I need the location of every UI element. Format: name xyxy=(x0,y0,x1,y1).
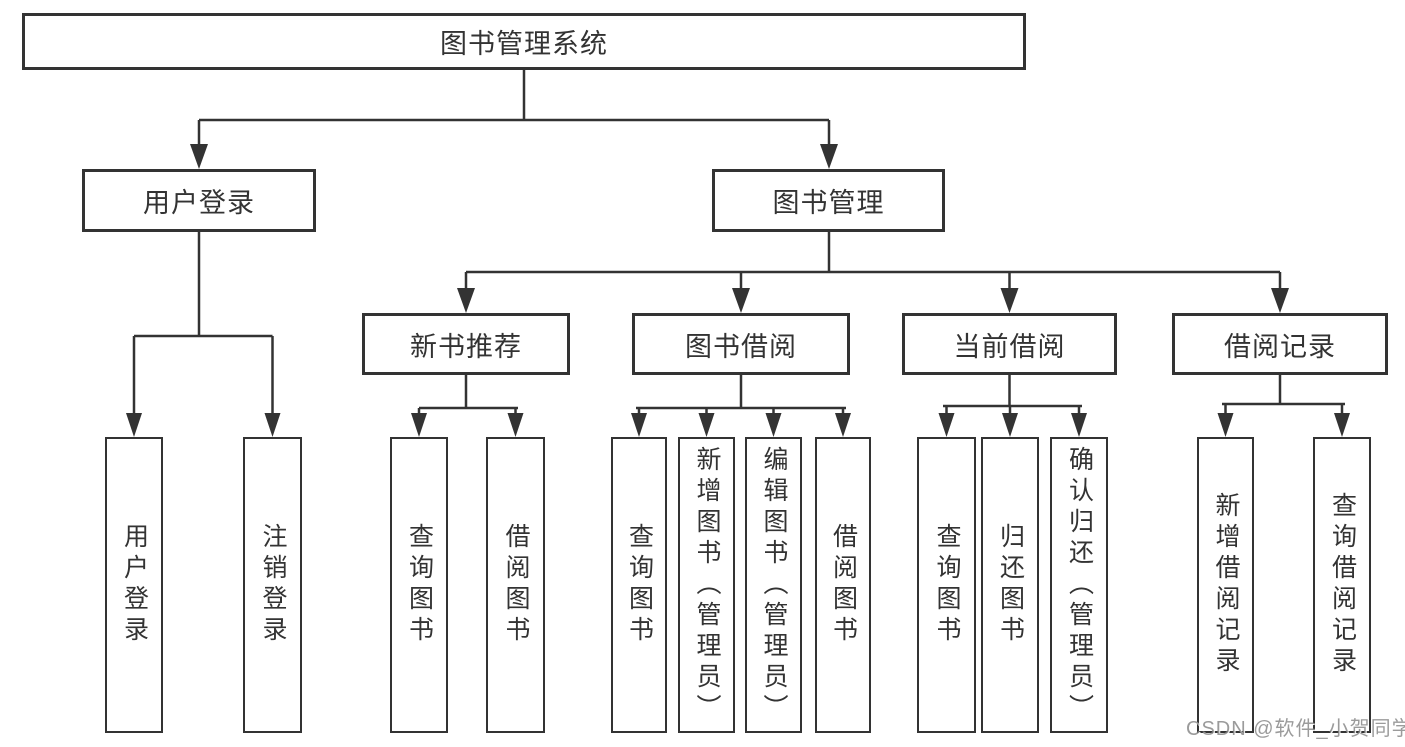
leaf-label: 编辑图书（管理员） xyxy=(760,445,788,725)
leaf-return-book: 归还图书 xyxy=(981,437,1039,733)
node-library-management-system: 图书管理系统 xyxy=(22,13,1026,70)
node-label: 新书推荐 xyxy=(410,331,522,362)
leaf-label: 借阅图书 xyxy=(502,523,530,647)
leaf-user-login: 用户登录 xyxy=(105,437,163,733)
leaf-label: 用户登录 xyxy=(120,523,149,647)
leaf-edit-book-admin: 编辑图书（管理员） xyxy=(745,437,802,733)
leaf-label: 新增图书（管理员） xyxy=(693,445,721,725)
leaf-query-books-recommend: 查询图书 xyxy=(390,437,448,733)
leaf-logout: 注销登录 xyxy=(243,437,302,733)
node-current-borrowing: 当前借阅 xyxy=(902,313,1117,375)
leaf-confirm-return-admin: 确认归还（管理员） xyxy=(1050,437,1108,733)
node-book-borrowing: 图书借阅 xyxy=(632,313,850,375)
leaf-query-books-borrowing: 查询图书 xyxy=(611,437,667,733)
node-new-book-recommendation: 新书推荐 xyxy=(362,313,570,375)
leaf-add-book-admin: 新增图书（管理员） xyxy=(678,437,735,733)
node-label: 借阅记录 xyxy=(1224,331,1336,362)
leaf-label: 查询图书 xyxy=(625,523,654,647)
node-borrowing-records: 借阅记录 xyxy=(1172,313,1388,375)
leaf-label: 查询图书 xyxy=(405,523,434,647)
node-label: 图书管理 xyxy=(772,188,885,218)
csdn-watermark: CSDN @软件_小贺同学 xyxy=(1186,718,1405,740)
node-label: 当前借阅 xyxy=(953,331,1066,362)
leaf-label: 借阅图书 xyxy=(829,523,858,647)
leaf-label: 查询图书 xyxy=(933,523,961,647)
node-user-login: 用户登录 xyxy=(82,169,316,232)
leaf-query-borrow-record: 查询借阅记录 xyxy=(1313,437,1371,733)
leaf-query-books-current: 查询图书 xyxy=(917,437,976,733)
leaf-borrow-books-recommend: 借阅图书 xyxy=(486,437,545,733)
leaf-label: 确认归还（管理员） xyxy=(1065,445,1094,725)
node-label: 图书借阅 xyxy=(685,331,797,362)
leaf-borrow-books-borrowing: 借阅图书 xyxy=(815,437,871,733)
leaf-label: 注销登录 xyxy=(259,523,287,647)
leaf-add-borrow-record: 新增借阅记录 xyxy=(1197,437,1254,733)
leaf-label: 新增借阅记录 xyxy=(1212,492,1240,678)
node-label: 图书管理系统 xyxy=(440,29,608,59)
node-book-management: 图书管理 xyxy=(712,169,945,232)
node-label: 用户登录 xyxy=(143,188,255,218)
leaf-label: 归还图书 xyxy=(996,523,1025,647)
leaf-label: 查询借阅记录 xyxy=(1328,492,1357,678)
